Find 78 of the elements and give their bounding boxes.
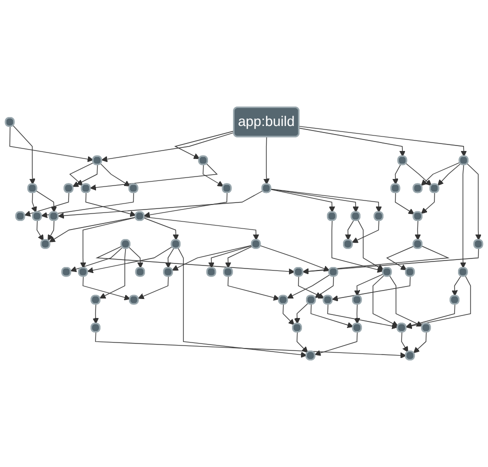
- arrow: [344, 220, 354, 240]
- arrow: [332, 276, 411, 302]
- arrow: [452, 276, 462, 296]
- arrow: [95, 332, 406, 358]
- arrow: [263, 136, 270, 185]
- arrow: [270, 189, 336, 213]
- arrow: [460, 164, 466, 268]
- arrow: [294, 302, 308, 324]
- arrow: [72, 164, 98, 187]
- arrow: [406, 304, 456, 328]
- arrow: [298, 276, 324, 299]
- arrow: [332, 220, 384, 273]
- arrow: [174, 130, 235, 159]
- arrow: [466, 163, 482, 240]
- arrow: [406, 276, 471, 329]
- arrow: [58, 190, 264, 219]
- arrow: [208, 245, 252, 268]
- arrow: [298, 128, 406, 157]
- arrow: [438, 163, 461, 186]
- arrow: [96, 246, 295, 275]
- arrow: [372, 275, 398, 326]
- arrow: [70, 247, 123, 272]
- arrow: [421, 192, 436, 214]
- arrow: [394, 192, 414, 214]
- arrow: [420, 162, 460, 186]
- arrow: [144, 218, 179, 240]
- arrow: [36, 220, 44, 241]
- arrow: [90, 163, 218, 191]
- arrow: [270, 188, 382, 213]
- arrow: [296, 332, 308, 353]
- arrow: [69, 162, 94, 186]
- arrow: [260, 245, 330, 272]
- arrow: [354, 304, 360, 324]
- arrow: [225, 246, 253, 268]
- arrow: [178, 248, 307, 358]
- arrow: [41, 192, 134, 218]
- arrow: [302, 248, 479, 274]
- arrow: [172, 244, 252, 271]
- arrow: [202, 164, 224, 187]
- arrow: [401, 332, 408, 352]
- arrow: [36, 190, 57, 213]
- arrow: [386, 246, 414, 270]
- arrow: [12, 125, 36, 185]
- arrow: [327, 304, 398, 330]
- arrow: [31, 192, 37, 213]
- arrow: [165, 248, 174, 268]
- arrow: [392, 164, 401, 185]
- arrow: [87, 246, 173, 274]
- arrow: [85, 192, 136, 217]
- arrow: [406, 163, 432, 186]
- arrow: [389, 276, 423, 327]
- arrow: [358, 220, 384, 270]
- arrow: [414, 220, 421, 240]
- arrow: [92, 304, 99, 324]
- arrow: [128, 247, 144, 268]
- arrow: [48, 220, 54, 241]
- arrow: [228, 276, 280, 301]
- arrow: [101, 132, 235, 162]
- arrow: [270, 188, 359, 213]
- arrow: [9, 126, 94, 162]
- arrow: [352, 220, 380, 243]
- arrow: [144, 216, 260, 240]
- arrow: [138, 276, 169, 300]
- arrow: [282, 304, 294, 326]
- arrow: [82, 276, 130, 300]
- arrow: [24, 192, 70, 217]
- arrow: [314, 332, 358, 356]
- arrow: [100, 248, 126, 298]
- arrow: [298, 126, 467, 157]
- arrow: [100, 163, 130, 186]
- arrow: [144, 192, 228, 218]
- arrow: [413, 332, 427, 354]
- arrow: [310, 304, 354, 328]
- arrow: [354, 274, 384, 296]
- arrow: [49, 216, 136, 242]
- arrow: [80, 217, 136, 268]
- arrow: [314, 276, 334, 298]
- arrow: [287, 274, 330, 298]
